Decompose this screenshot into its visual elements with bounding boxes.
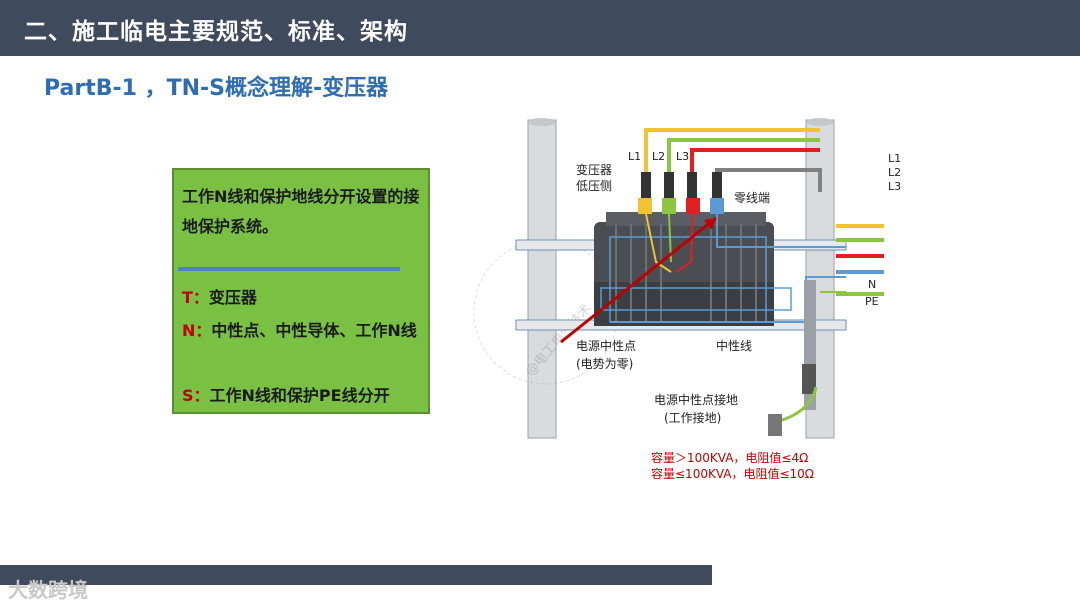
definition-box: 工作N线和保护地线分开设置的接地保护系统。 T：变压器 N：中性点、中性导体、工… [172, 168, 430, 414]
wire-l1 [644, 128, 820, 172]
neutral-point-label: 电源中性点 [576, 338, 636, 353]
definition-key: T： [182, 288, 209, 307]
right-label-l2: L2 [888, 166, 901, 179]
definition-value: 中性点、中性导体、工作N线 [211, 321, 417, 340]
condition-large: 容量＞100KVA，电阻值≤4Ω [651, 450, 808, 465]
slide-subtitle: PartB-1 ，TN-S概念理解-变压器 [44, 76, 389, 101]
terminal-l3 [686, 198, 700, 214]
tns-transformer-diagram: @电工电气技术 [473, 118, 901, 481]
page-title: 二、施工临电主要规范、标准、架构 [24, 19, 408, 45]
bushing-l2 [664, 172, 674, 202]
neutral-line-label: 中性线 [716, 338, 752, 353]
definition-description: 工作N线和保护地线分开设置的接地保护系统。 [182, 187, 420, 236]
definition-key: S： [182, 386, 210, 405]
wire-neutral [715, 168, 822, 192]
bushing-l3 [687, 172, 697, 202]
terminal-n [710, 198, 724, 214]
definition-item-n: N：中性点、中性导体、工作N线 [182, 316, 426, 346]
condition-small: 容量≤100KVA，电阻值≤10Ω [651, 466, 814, 481]
right-label-n: N [868, 278, 876, 291]
divider [178, 267, 400, 271]
neutral-point-sub: (电势为零) [576, 357, 633, 371]
definition-item-t: T：变压器 [182, 283, 426, 313]
right-label-pe: PE [865, 295, 879, 308]
neutral-terminal-label: 零线端 [734, 191, 770, 205]
terminal-l1 [638, 198, 652, 214]
definition-value: 工作N线和保护PE线分开 [209, 386, 390, 405]
left-pole-top [528, 118, 556, 126]
terminal-l2 [662, 198, 676, 214]
transformer-label-sub: 低压侧 [576, 179, 612, 193]
bushing-n [712, 172, 722, 202]
right-label-l1: L1 [888, 152, 901, 165]
grounding-label: 电源中性点接地 [654, 392, 738, 407]
transformer-label: 变压器 [576, 162, 612, 177]
definition-key: N： [182, 321, 212, 340]
phase-label-l3: L3 [676, 150, 689, 163]
neutral-arrow [560, 216, 717, 344]
left-pole [527, 119, 557, 439]
wire-l3 [690, 148, 820, 172]
definition-item-s: S：工作N线和保护PE线分开 [182, 381, 426, 411]
wire-l2 [667, 138, 820, 172]
header-bar: 二、施工临电主要规范、标准、架构 [0, 0, 1080, 56]
ground-conductor [768, 280, 818, 436]
grounding-sub: (工作接地) [664, 410, 721, 425]
footer-bar [0, 565, 712, 585]
watermark: 大数跨境 [8, 578, 88, 602]
definition-value: 变压器 [208, 288, 257, 307]
right-label-l3: L3 [888, 180, 901, 193]
right-pole-top [806, 118, 834, 126]
arrow-head [704, 218, 716, 230]
phase-label-l1: L1 [628, 150, 641, 163]
bushing-l1 [641, 172, 651, 202]
phase-label-l2: L2 [652, 150, 665, 163]
